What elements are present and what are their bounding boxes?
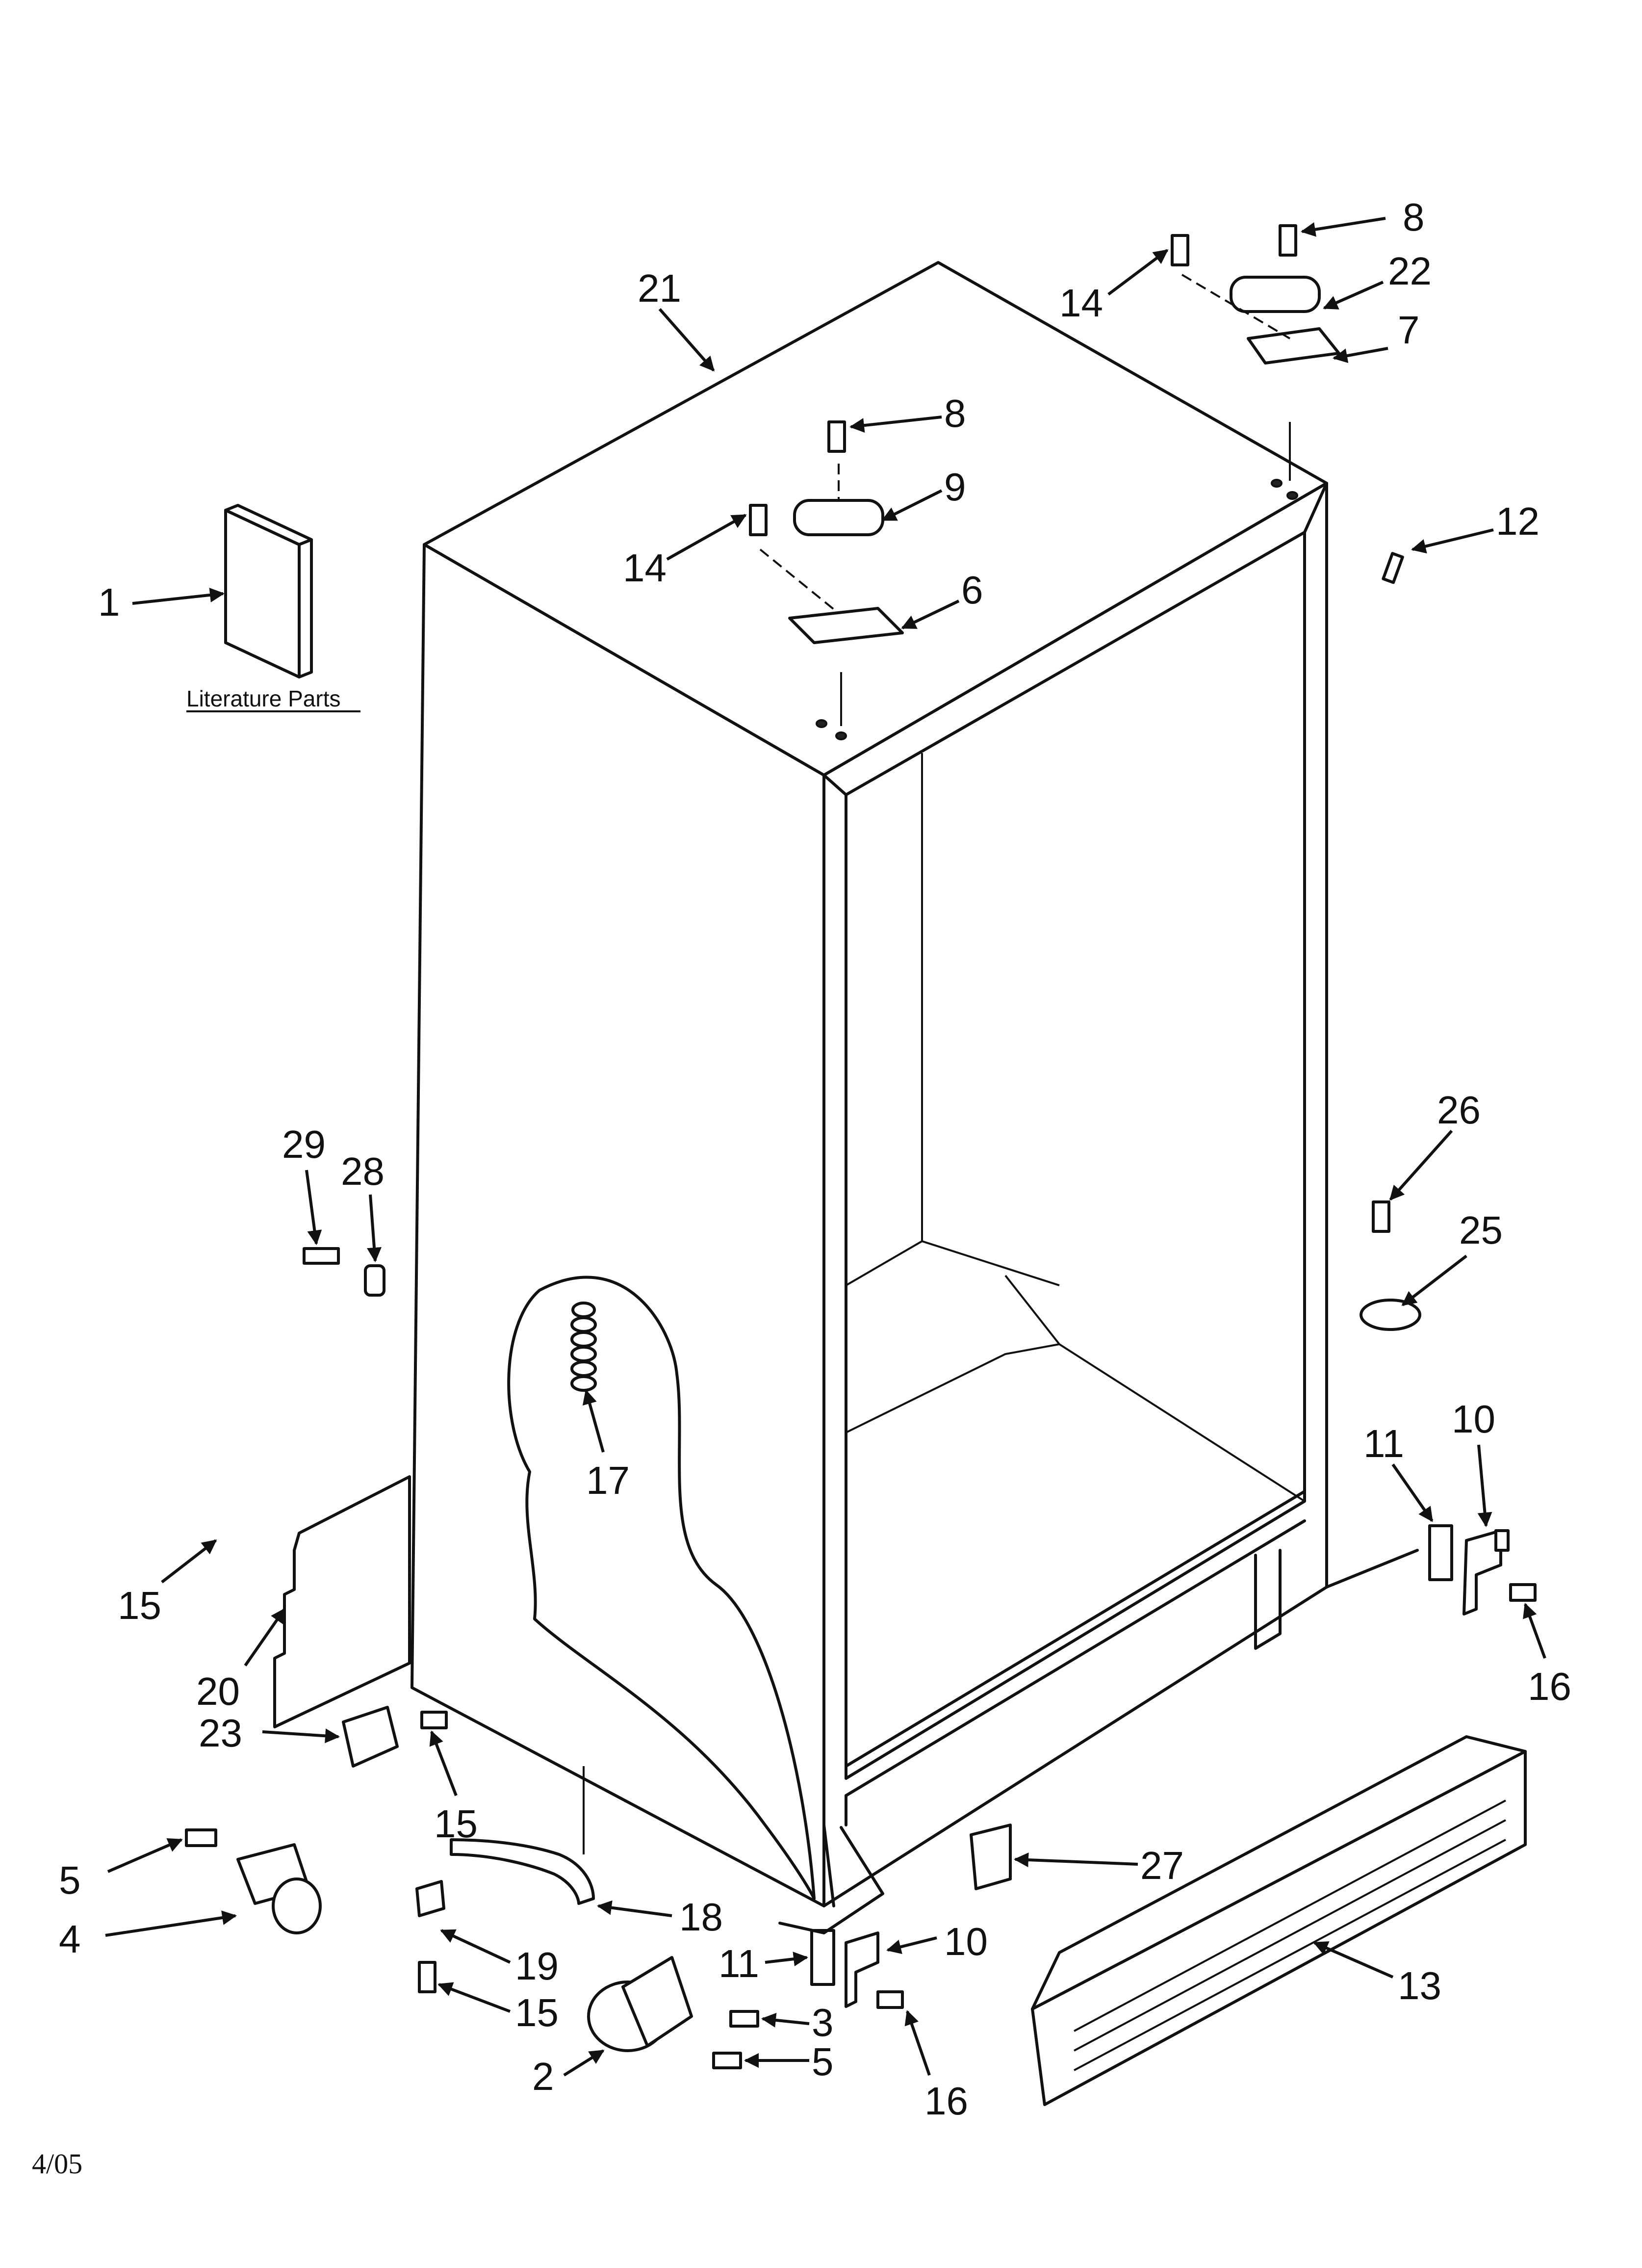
callout-21: 21 bbox=[638, 266, 681, 310]
callout-16: 16 bbox=[1528, 1665, 1571, 1708]
callout-15: 15 bbox=[118, 1584, 161, 1627]
literature-parts: Literature Parts bbox=[186, 504, 360, 712]
revision-date: 4/05 bbox=[32, 2148, 82, 2180]
grille-13 bbox=[1031, 1735, 1527, 2106]
leader-arrows bbox=[105, 217, 1546, 2077]
side-small-parts bbox=[303, 1200, 1421, 1331]
callout-13: 13 bbox=[1398, 1964, 1441, 2007]
callout-23: 23 bbox=[199, 1711, 242, 1755]
cabinet-body bbox=[273, 261, 1328, 1907]
callout-16: 16 bbox=[924, 2079, 968, 2123]
callout-19: 19 bbox=[515, 1944, 559, 1988]
callout-1: 1 bbox=[98, 580, 120, 624]
callout-12: 12 bbox=[1496, 499, 1539, 543]
callout-15: 15 bbox=[515, 1991, 559, 2034]
callout-11: 11 bbox=[1363, 1422, 1404, 1465]
right-hinge bbox=[1325, 1524, 1537, 1616]
callout-5: 5 bbox=[812, 2040, 834, 2084]
callout-25: 25 bbox=[1459, 1208, 1503, 1252]
rear-panel-20 bbox=[273, 1475, 411, 1728]
callout-14: 14 bbox=[1059, 281, 1103, 325]
callout-8: 8 bbox=[944, 391, 966, 435]
callout-26: 26 bbox=[1437, 1088, 1481, 1132]
callout-22: 22 bbox=[1388, 249, 1432, 293]
callout-29: 29 bbox=[282, 1122, 326, 1166]
callout-4: 4 bbox=[59, 1917, 81, 1961]
callout-3: 3 bbox=[812, 2001, 834, 2044]
callout-15: 15 bbox=[434, 1802, 478, 1846]
callout-10: 10 bbox=[944, 1920, 988, 1963]
callout-labels: 21 8 14 22 7 8 9 14 6 12 1 29 28 26 25 1… bbox=[59, 195, 1571, 2123]
callout-11: 11 bbox=[718, 1942, 759, 1985]
literature-caption: Literature Parts bbox=[186, 686, 340, 711]
callout-17: 17 bbox=[586, 1459, 630, 1502]
callout-7: 7 bbox=[1398, 308, 1420, 352]
callout-2: 2 bbox=[532, 2055, 554, 2098]
callout-8: 8 bbox=[1403, 195, 1425, 239]
callout-28: 28 bbox=[341, 1149, 385, 1193]
callout-14: 14 bbox=[623, 546, 667, 590]
callout-9: 9 bbox=[944, 465, 966, 509]
drain-coil-17 bbox=[570, 1302, 597, 1392]
callout-18: 18 bbox=[679, 1895, 723, 1939]
callout-5: 5 bbox=[59, 1858, 81, 1902]
lower-center-parts bbox=[587, 1824, 1012, 2069]
callout-10: 10 bbox=[1452, 1397, 1495, 1441]
callout-27: 27 bbox=[1140, 1844, 1184, 1887]
lower-left-parts bbox=[185, 1706, 595, 1993]
callout-20: 20 bbox=[196, 1669, 240, 1713]
callout-6: 6 bbox=[961, 568, 983, 612]
